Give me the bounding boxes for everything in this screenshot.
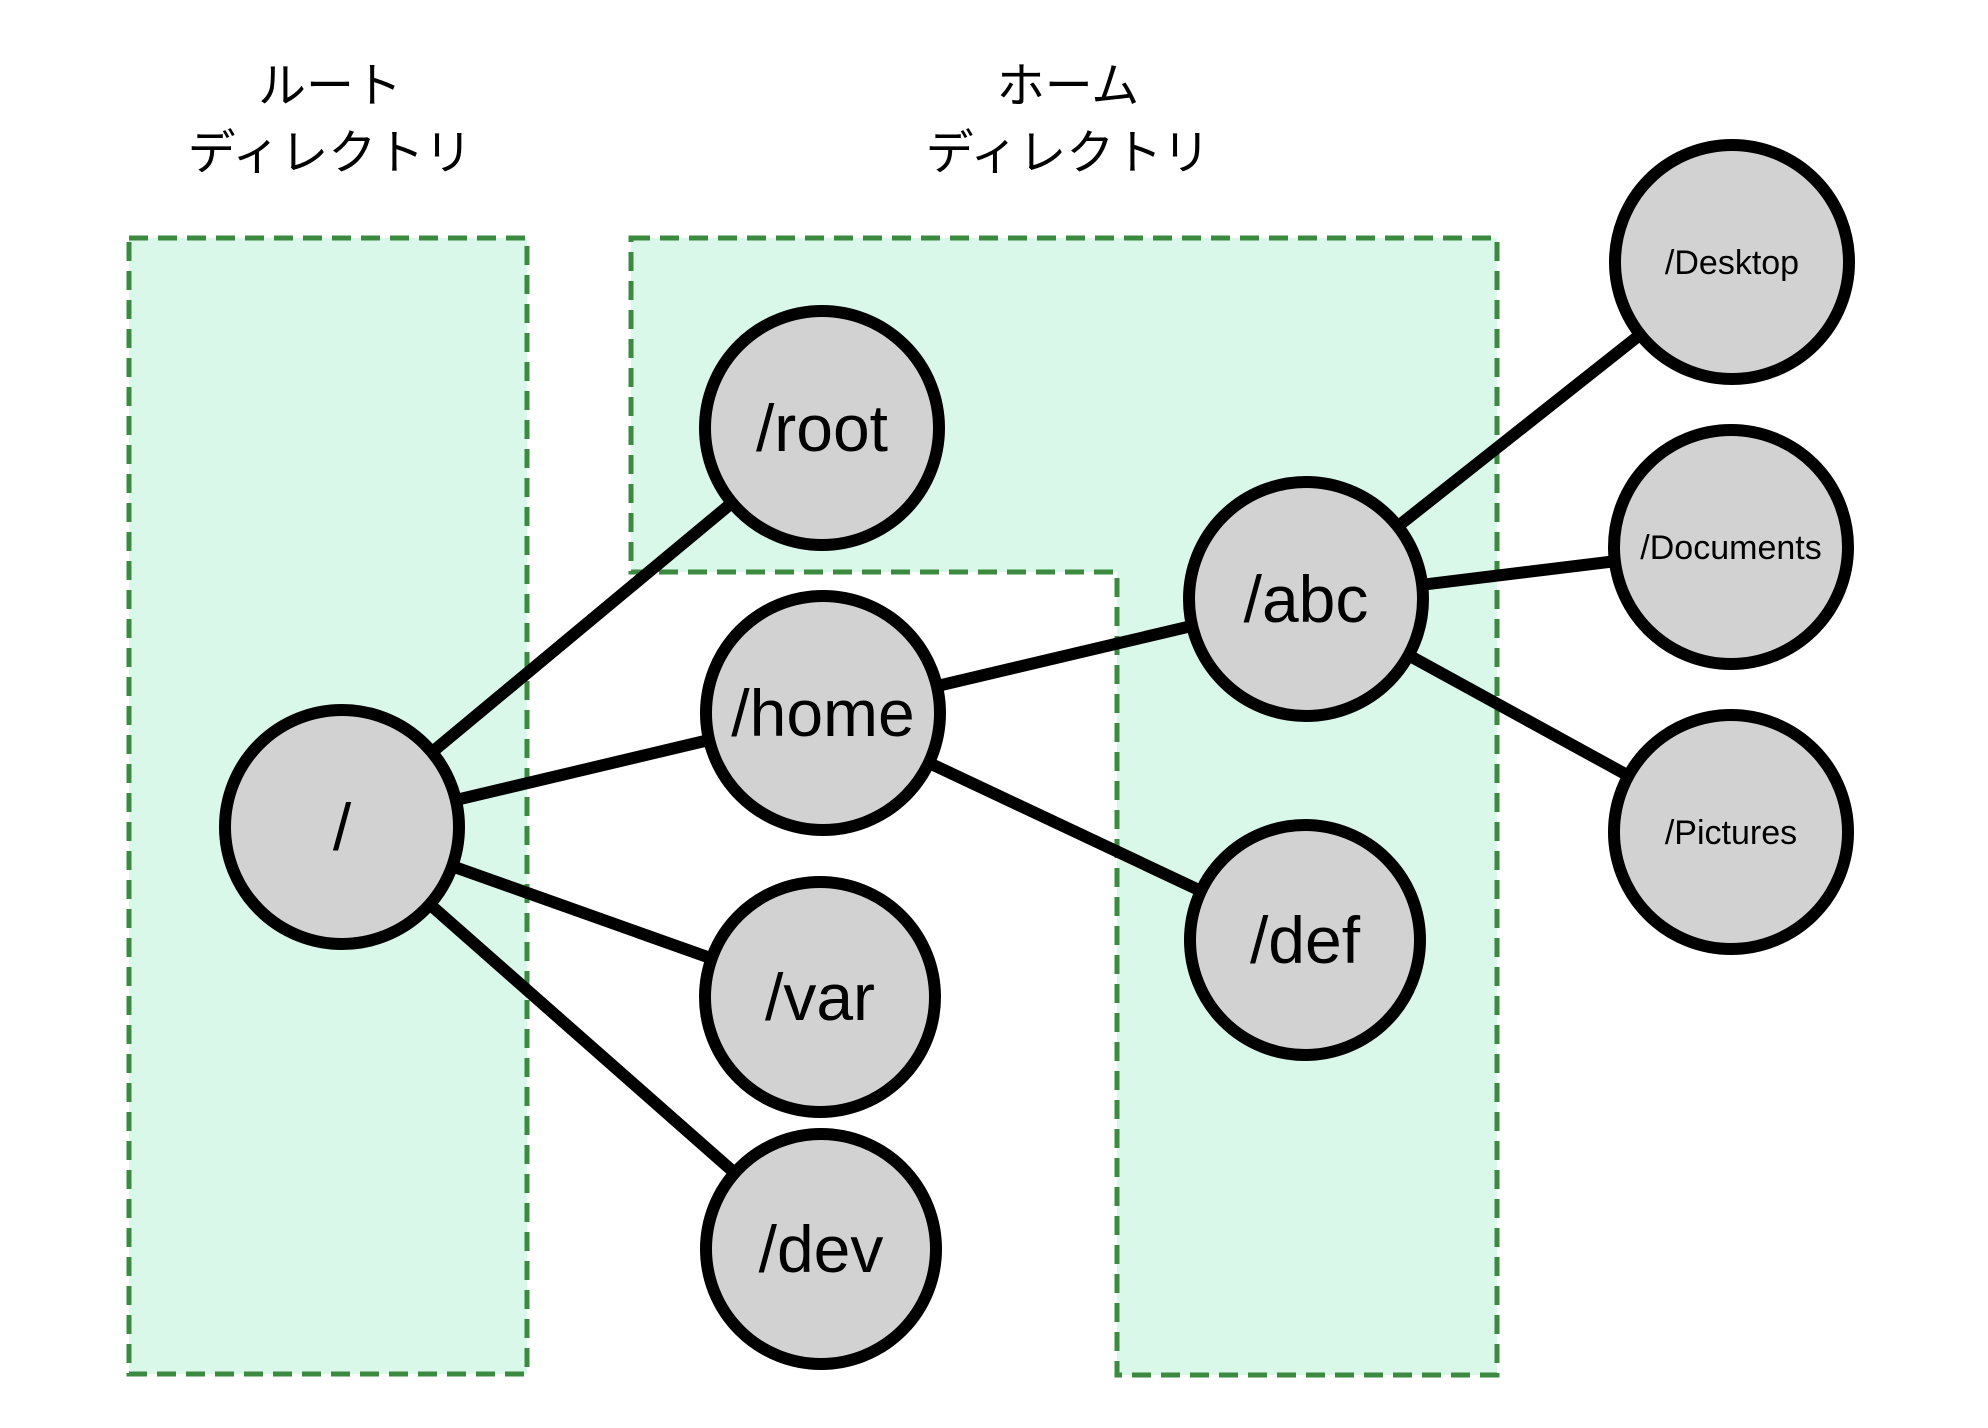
- node-root: /: [219, 704, 465, 950]
- node-circle-abc: [1183, 476, 1429, 722]
- node-label-home: /home: [731, 676, 914, 750]
- node-pictures: /Pictures: [1608, 709, 1854, 955]
- root-directory-label-line-2: ディレクトリ: [188, 127, 473, 180]
- node-circle-var: [699, 876, 941, 1118]
- node-circle-pictures: [1608, 709, 1854, 955]
- root-directory-label-line-1: ルート: [258, 60, 402, 113]
- node-documents: /Documents: [1608, 424, 1854, 670]
- node-circle-home: [700, 590, 946, 836]
- node-circle-dev: [700, 1128, 942, 1370]
- node-label-dev: /dev: [759, 1212, 884, 1286]
- node-label-def: /def: [1250, 903, 1361, 977]
- node-circle-documents: [1608, 424, 1854, 670]
- node-home: /home: [700, 590, 946, 836]
- node-desktop: /Desktop: [1609, 139, 1855, 385]
- home-directory-label-line-1: ホーム: [997, 60, 1140, 113]
- node-var: /var: [699, 876, 941, 1118]
- node-label-desktop: /Desktop: [1665, 244, 1799, 282]
- node-abc: /abc: [1183, 476, 1429, 722]
- node-label-documents: /Documents: [1640, 529, 1821, 567]
- home-directory-label-line-2: ディレクトリ: [926, 127, 1211, 180]
- node-label-abc: /abc: [1244, 562, 1369, 636]
- node-root-home: /root: [699, 305, 945, 551]
- node-circle-def: [1184, 819, 1426, 1061]
- node-dev: /dev: [700, 1128, 942, 1370]
- node-circle-desktop: [1609, 139, 1855, 385]
- node-label-var: /var: [765, 960, 875, 1034]
- node-circle-root: [219, 704, 465, 950]
- node-label-root: /: [333, 790, 352, 864]
- node-def: /def: [1184, 819, 1426, 1061]
- node-label-root-home: /root: [756, 391, 888, 465]
- node-label-pictures: /Pictures: [1665, 814, 1797, 852]
- node-circle-root-home: [699, 305, 945, 551]
